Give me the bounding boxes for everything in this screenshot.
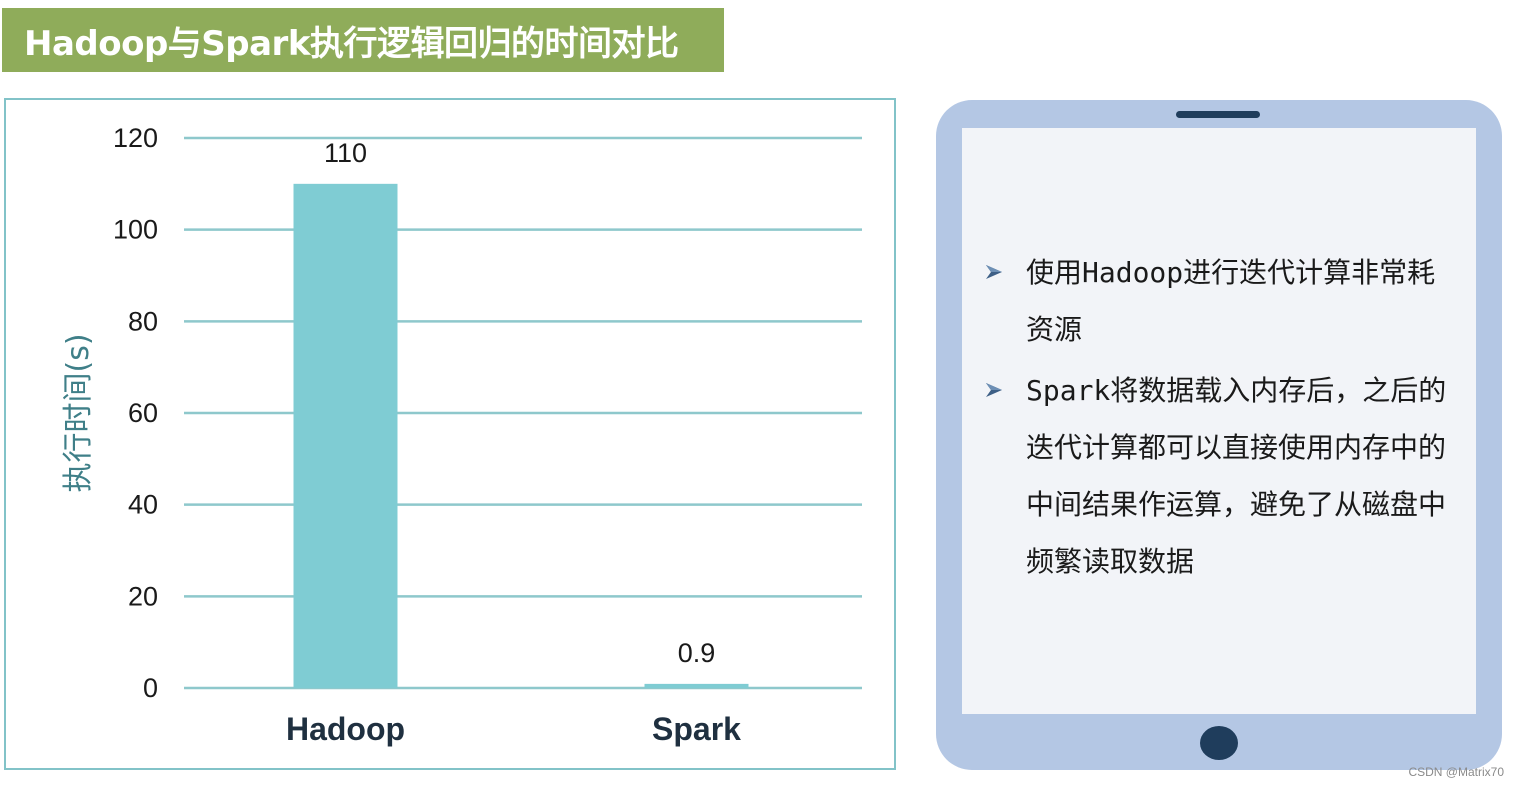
title-banner: Hadoop与Spark执行逻辑回归的时间对比 <box>2 8 724 72</box>
data-label: 0.9 <box>678 638 716 668</box>
tablet-speaker <box>1176 111 1260 118</box>
data-label: 110 <box>324 138 367 168</box>
bullet-text: 使用Hadoop进行迭代计算非常耗资源 <box>1026 256 1436 346</box>
slide-title: Hadoop与Spark执行逻辑回归的时间对比 <box>24 23 679 64</box>
bar-spark <box>644 683 749 688</box>
arrow-bullet-icon <box>984 370 1006 410</box>
y-tick-label: 40 <box>128 490 158 520</box>
bullet-item: Spark将数据载入内存后，之后的迭代计算都可以直接使用内存中的中间结果作运算，… <box>984 370 1454 590</box>
x-category-label: Spark <box>652 711 741 747</box>
bar-hadoop <box>293 183 398 688</box>
tablet-home-button <box>1200 726 1238 760</box>
arrow-bullet-icon <box>984 252 1006 292</box>
bullet-list: 使用Hadoop进行迭代计算非常耗资源 Spark将数据载入内存后，之后的迭代计… <box>984 252 1454 602</box>
bullet-text: Spark将数据载入内存后，之后的迭代计算都可以直接使用内存中的中间结果作运算，… <box>1026 374 1447 578</box>
tablet-frame: 使用Hadoop进行迭代计算非常耗资源 Spark将数据载入内存后，之后的迭代计… <box>936 100 1502 770</box>
y-tick-label: 80 <box>128 306 158 336</box>
y-tick-label: 0 <box>143 673 158 703</box>
bullet-item: 使用Hadoop进行迭代计算非常耗资源 <box>984 252 1454 358</box>
watermark: CSDN @Matrix70 <box>1408 765 1504 779</box>
y-tick-label: 60 <box>128 398 158 428</box>
y-tick-label: 120 <box>113 123 158 153</box>
y-axis-label: 执行时间(s) <box>61 333 96 492</box>
y-tick-label: 20 <box>128 581 158 611</box>
y-tick-label: 100 <box>113 215 158 245</box>
x-category-label: Hadoop <box>286 711 405 747</box>
tablet-screen: 使用Hadoop进行迭代计算非常耗资源 Spark将数据载入内存后，之后的迭代计… <box>962 128 1476 714</box>
